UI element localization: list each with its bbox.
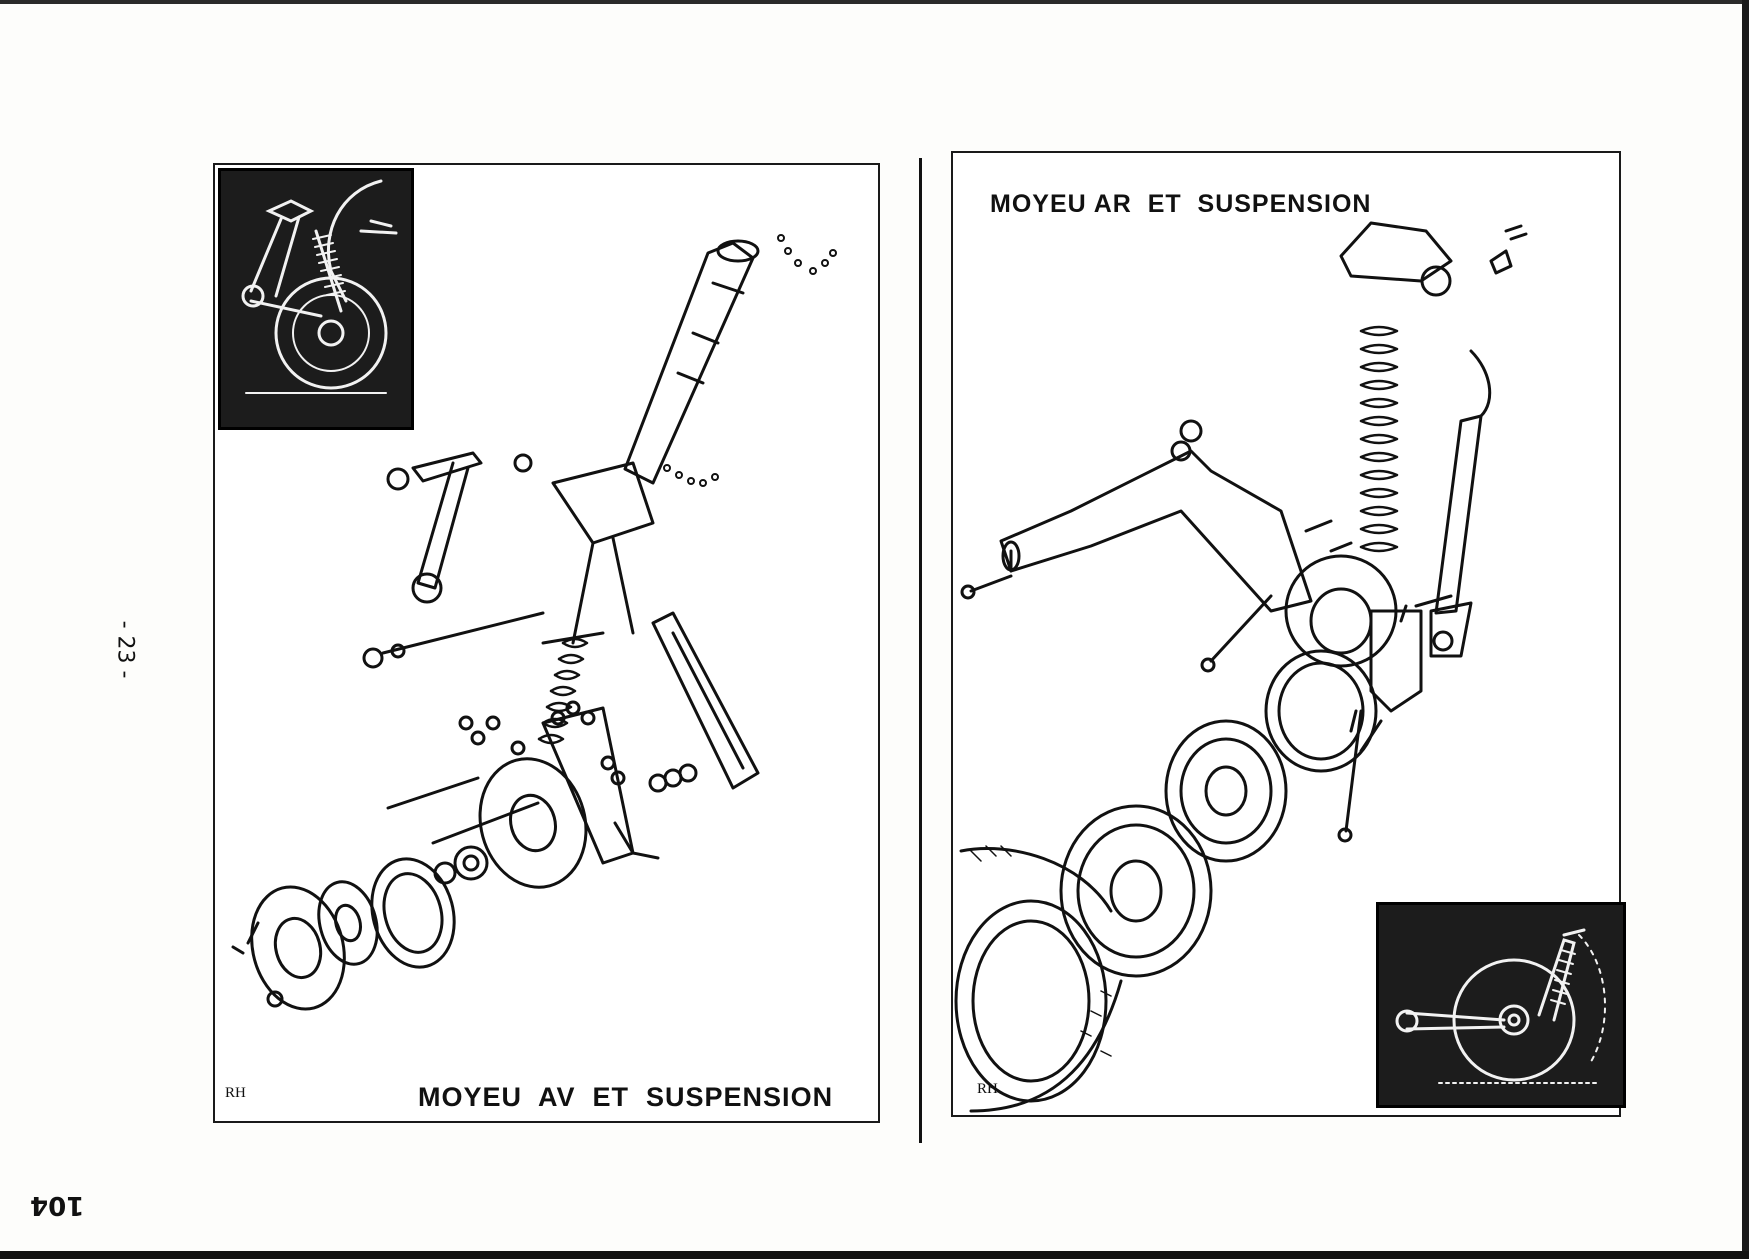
right-signature: RH (977, 1081, 998, 1097)
scan-bottom-edge (0, 1251, 1749, 1259)
center-divider (919, 158, 922, 1143)
front-hub-exploded-view-icon (231, 234, 837, 1011)
right-panel-title: MOYEU AR ET SUSPENSION (990, 190, 1372, 218)
inset-right-drawing (1395, 928, 1606, 1084)
side-page-number: - 23 - (112, 620, 138, 679)
scan-right-edge (1742, 0, 1749, 1259)
rear-hub-exploded-view-icon (954, 221, 1528, 1113)
left-panel-title: MOYEU AV ET SUSPENSION (418, 1082, 834, 1112)
inset-left-drawing (241, 179, 398, 394)
scan-top-edge (0, 0, 1749, 4)
bottom-page-number: 104 (30, 1190, 85, 1220)
left-signature: RH (225, 1085, 246, 1101)
front-suspension-schematic-icon (218, 168, 414, 430)
rear-suspension-schematic-icon (1376, 902, 1626, 1108)
